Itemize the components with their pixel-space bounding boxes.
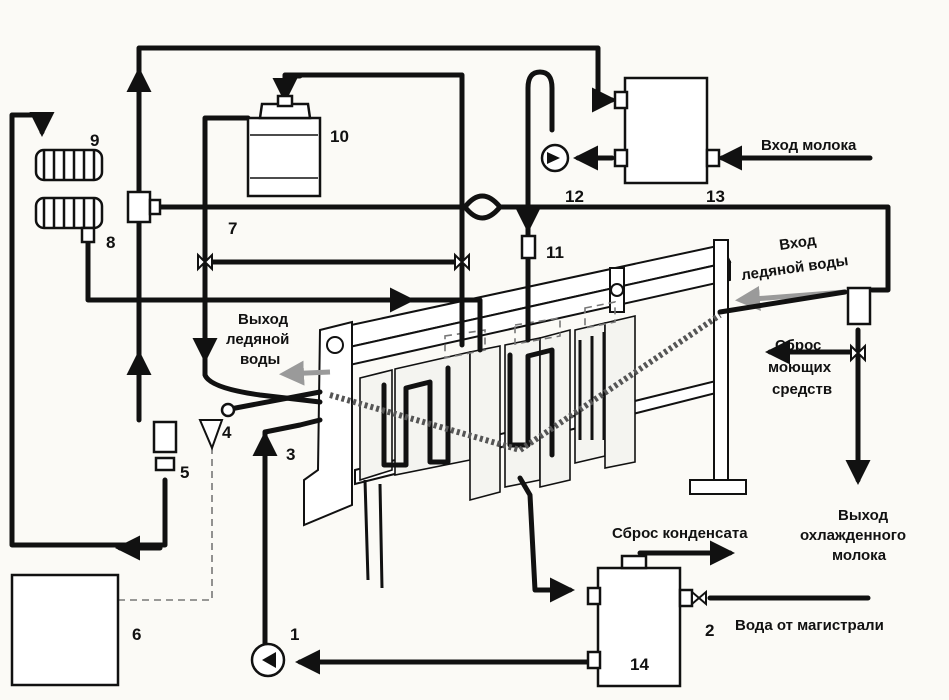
label-2: 2	[705, 621, 714, 640]
internal-channel-ports	[444, 301, 616, 359]
label-12: 12	[565, 187, 584, 206]
component-13-port-2	[613, 148, 629, 168]
valve-left	[197, 252, 213, 272]
label-ice-water-in-1: Вход	[778, 232, 818, 254]
component-14-port-2	[586, 650, 602, 670]
intermediate-plate-1	[469, 345, 501, 502]
label-9: 9	[90, 131, 99, 150]
pipe-11-12	[525, 69, 555, 343]
sensor-4	[198, 419, 224, 451]
component-14-cap	[620, 554, 648, 570]
valve-right-block	[846, 286, 872, 326]
pipe-tank-10	[282, 72, 465, 348]
valve-5-base	[154, 456, 176, 472]
label-6: 6	[132, 625, 141, 644]
label-11: 11	[546, 243, 564, 262]
label-cooled-milk-1: Выход	[838, 507, 889, 524]
component-10-cap	[276, 94, 294, 108]
label-7: 7	[228, 219, 237, 238]
flowmeter-11	[520, 234, 537, 260]
label-detergent-3: средств	[772, 381, 832, 398]
label-ice-water-in-2: ледяной воды	[740, 252, 849, 284]
label-13: 13	[706, 187, 725, 206]
component-10-tank	[246, 116, 322, 198]
component-13-port-1	[613, 90, 629, 110]
label-10: 10	[330, 127, 349, 146]
valve-5	[152, 420, 178, 454]
head-plate-hole	[326, 336, 344, 354]
pipe-top-header	[136, 45, 617, 398]
exchanger-rear-column	[713, 239, 729, 481]
label-1: 1	[290, 625, 299, 644]
valve-2	[691, 589, 707, 607]
internal-channel-2	[507, 347, 555, 458]
label-cooled-milk-2: охлажденного	[800, 527, 906, 544]
component-13-tank	[623, 76, 709, 185]
component-6-control-unit	[10, 573, 120, 687]
valve-block-7	[126, 190, 152, 224]
pipe-8-to-exchanger	[85, 225, 483, 353]
label-mains-water: Вода от магистрали	[735, 617, 884, 634]
exchanger-head-plate	[303, 320, 353, 527]
label-detergent-1: Сброс	[775, 337, 821, 354]
end-plate	[604, 314, 636, 469]
pipe-7	[157, 204, 891, 293]
component-10-lid	[258, 102, 312, 120]
plate-heat-exchanger	[303, 239, 747, 589]
valve-block-7-port	[148, 198, 162, 216]
valve-detergent	[850, 343, 866, 363]
pipe-tank-left	[202, 115, 323, 405]
exchanger-rear-foot	[689, 479, 747, 495]
pipe-pump-1	[262, 417, 323, 648]
label-8: 8	[106, 233, 115, 252]
pipe-4	[222, 389, 323, 413]
label-ice-water-out-2: ледяной	[226, 331, 289, 348]
component-14-port-3	[678, 588, 694, 608]
pump-12-symbol	[547, 152, 560, 164]
internal-channel-1	[381, 365, 451, 468]
label-14: 14	[630, 655, 649, 674]
component-13-port-3	[705, 148, 721, 168]
sensor-4-head	[220, 402, 236, 418]
component-10-bands	[250, 134, 318, 179]
control-line-6	[118, 435, 213, 601]
component-9-heater	[34, 148, 104, 244]
exchanger-legs	[363, 479, 384, 589]
label-milk-in: Вход молока	[761, 137, 857, 154]
label-detergent-2: моющих	[768, 359, 832, 376]
label-3: 3	[286, 445, 295, 464]
valve-right	[454, 252, 470, 272]
pipe-return-loop	[9, 112, 168, 548]
component-14-port-1	[586, 586, 602, 606]
pipe-ice-water-line	[717, 289, 848, 315]
pipe-ice-water-out	[279, 360, 331, 386]
label-4: 4	[222, 423, 232, 442]
press-screw-hole	[610, 283, 624, 297]
pipe-7-crossover	[462, 193, 503, 221]
label-5: 5	[180, 463, 189, 482]
label-ice-water-out-1: Выход	[238, 311, 289, 328]
label-ice-water-out-3: воды	[240, 351, 280, 368]
pipe-tank-10-arrow	[272, 73, 303, 103]
pipe-exchanger-to-14	[517, 475, 575, 603]
internal-channel-3	[578, 332, 606, 440]
label-cooled-milk-3: молока	[832, 547, 887, 564]
pump-1-symbol	[262, 652, 276, 668]
label-condensate: Сброс конденсата	[612, 525, 748, 542]
